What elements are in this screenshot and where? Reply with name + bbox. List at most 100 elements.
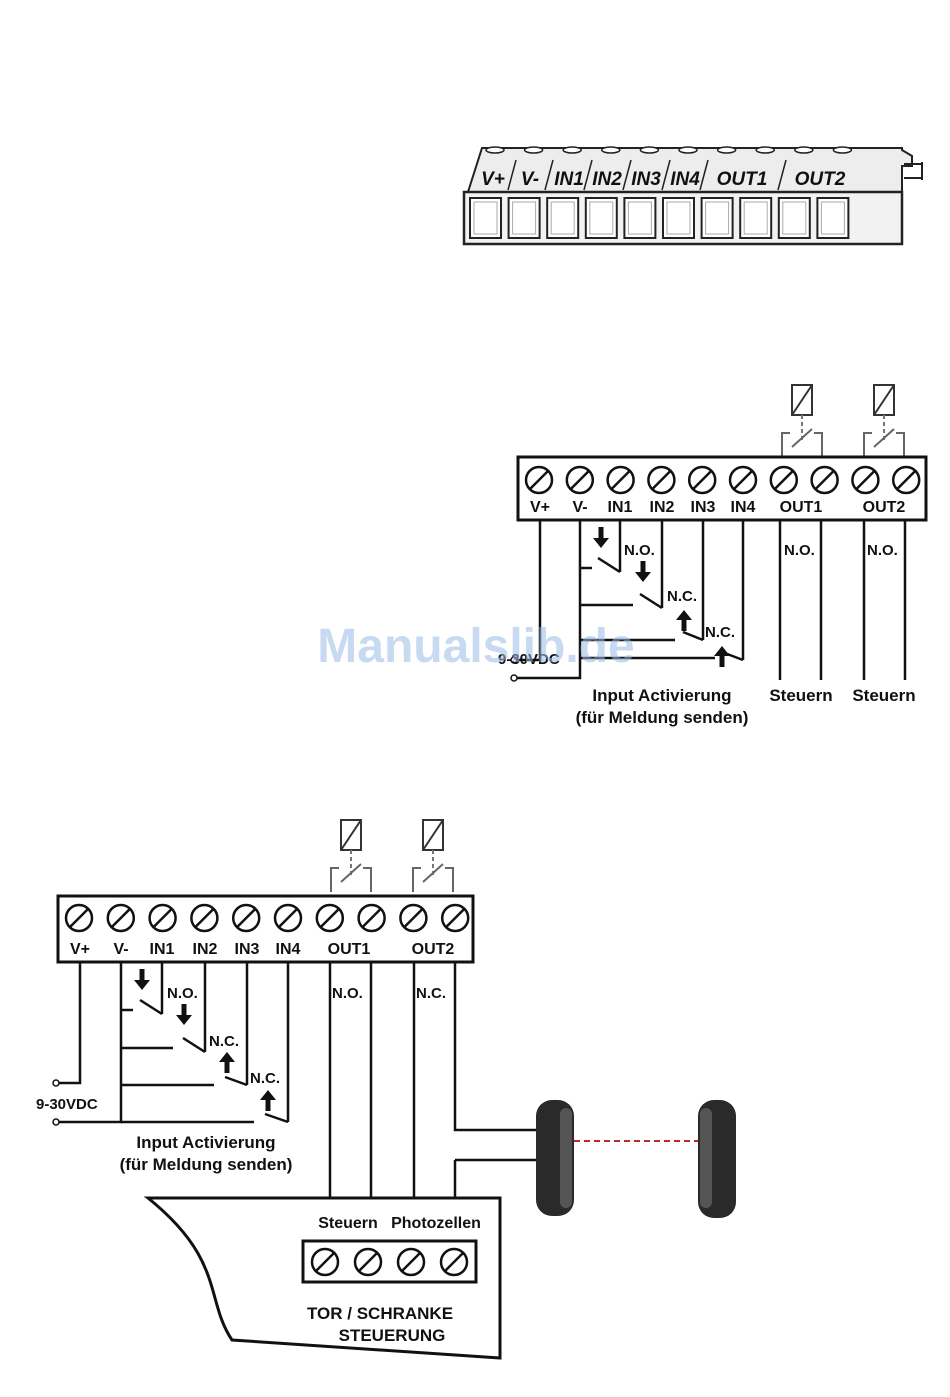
connector-label-v-minus: V- bbox=[521, 169, 539, 190]
screw-icon bbox=[439, 1247, 469, 1277]
terminal-label-in2: IN2 bbox=[650, 499, 675, 516]
connector-label-out1: OUT1 bbox=[717, 169, 768, 190]
terminal-label-v-minus: V- bbox=[572, 499, 587, 516]
connector-label-in4: IN4 bbox=[670, 169, 700, 190]
connector-screw-slots bbox=[485, 146, 853, 154]
terminal-label-in1: IN1 bbox=[608, 499, 633, 516]
screw-icon bbox=[440, 903, 470, 933]
screw-icon bbox=[565, 465, 595, 495]
supply-label: 9-30VDC bbox=[498, 651, 560, 668]
screw-icon bbox=[399, 903, 428, 933]
relay-out1-icon bbox=[781, 384, 823, 458]
screw-icon bbox=[687, 465, 717, 495]
arrow-down-icon bbox=[176, 1004, 192, 1025]
screw-slot-icon bbox=[755, 146, 775, 154]
watermark: Manualslib.de bbox=[317, 620, 634, 673]
screw-icon bbox=[148, 903, 177, 933]
screw-icon bbox=[396, 1247, 426, 1277]
screw-icon bbox=[769, 465, 799, 495]
terminal-label-v-minusplus: V+ bbox=[70, 941, 90, 958]
screw-slot-icon bbox=[601, 146, 621, 154]
contact-nc-label: N.C. bbox=[250, 1070, 280, 1087]
screw-slot-icon bbox=[716, 146, 737, 154]
out2-contact-label: N.C. bbox=[416, 985, 446, 1002]
terminal-label-in1: IN1 bbox=[150, 941, 175, 958]
wire-slot bbox=[700, 197, 734, 239]
gate-photocell-label: Photozellen bbox=[391, 1215, 481, 1232]
contact-no-label: N.O. bbox=[167, 985, 198, 1002]
screw-icon bbox=[357, 903, 386, 933]
wire-slot bbox=[739, 197, 773, 239]
screw-slot-icon bbox=[794, 146, 814, 154]
photocell-receiver-icon bbox=[698, 1100, 736, 1218]
connector-label-in1: IN1 bbox=[554, 169, 584, 190]
screw-icon bbox=[273, 903, 303, 933]
screw-slot-icon bbox=[678, 146, 698, 154]
arrow-up-icon bbox=[714, 646, 730, 667]
screw-icon bbox=[524, 465, 554, 495]
input-caption: Input Activierung bbox=[592, 686, 731, 705]
relay-out1-icon bbox=[330, 819, 372, 893]
arrow-down-icon bbox=[593, 527, 609, 548]
terminal-connector: V+ V- IN1 IN2 IN3 IN4 OUT1 OUT2 bbox=[462, 146, 923, 246]
input-caption: Input Activierung bbox=[136, 1133, 275, 1152]
wire-slot bbox=[507, 197, 541, 239]
screw-icon bbox=[310, 1247, 340, 1277]
arrow-up-icon bbox=[260, 1090, 276, 1111]
gate-title-sub: STEUERUNG bbox=[339, 1326, 446, 1345]
input-caption-sub: (für Meldung senden) bbox=[120, 1155, 293, 1174]
wire-slot bbox=[469, 197, 502, 239]
terminal-label-v-minusplus: V+ bbox=[530, 499, 550, 516]
wire-slot bbox=[777, 197, 811, 239]
screw-icon bbox=[106, 903, 136, 933]
wire-slot bbox=[546, 197, 580, 239]
relay-out2-icon bbox=[863, 384, 905, 458]
terminal-label-in2: IN2 bbox=[193, 941, 218, 958]
diagram-2: V+ V- IN1 IN2 IN3 IN4 OUT1 OUT2 N.O. N.C. bbox=[36, 819, 736, 1360]
wire-slot bbox=[662, 197, 695, 239]
arrow-down-icon bbox=[635, 561, 651, 582]
arrow-up-icon bbox=[219, 1052, 235, 1073]
contact-nc-label: N.C. bbox=[705, 624, 735, 641]
out1-caption: Steuern bbox=[769, 686, 832, 705]
relay-out2-icon bbox=[412, 819, 454, 893]
screw-icon bbox=[606, 465, 635, 495]
screw-icon bbox=[810, 465, 839, 495]
screw-icon bbox=[231, 903, 261, 933]
screw-icon bbox=[647, 465, 676, 495]
supply-label: 9-30VDC bbox=[36, 1096, 98, 1113]
terminal-label-out1: OUT1 bbox=[328, 941, 371, 958]
out1-contact-label: N.O. bbox=[784, 542, 815, 559]
gate-control-label: Steuern bbox=[318, 1215, 378, 1232]
screw-slot-icon bbox=[639, 146, 660, 154]
contact-no-label: N.O. bbox=[624, 542, 655, 559]
wire-slot bbox=[584, 197, 618, 239]
terminal-label-out2: OUT2 bbox=[863, 499, 906, 516]
screw-icon bbox=[851, 465, 880, 495]
arrow-down-icon bbox=[134, 969, 150, 990]
screw-slot-icon bbox=[485, 146, 505, 154]
screw-icon bbox=[891, 465, 921, 495]
out2-contact-label: N.O. bbox=[867, 542, 898, 559]
screw-icon bbox=[64, 903, 94, 933]
out1-contact-label: N.O. bbox=[332, 985, 363, 1002]
input-caption-sub: (für Meldung senden) bbox=[576, 708, 749, 727]
connector-label-out2: OUT2 bbox=[795, 169, 846, 190]
screw-icon bbox=[315, 903, 345, 933]
screw-icon bbox=[728, 465, 758, 495]
terminal-label-in4: IN4 bbox=[731, 499, 756, 516]
terminal-label-out1: OUT1 bbox=[780, 499, 823, 516]
contact-nc-label: N.C. bbox=[209, 1033, 239, 1050]
terminal-label-in3: IN3 bbox=[235, 941, 260, 958]
connector-label-in2: IN2 bbox=[592, 169, 622, 190]
connector-label-v-plus: V+ bbox=[481, 169, 505, 190]
wire-slot bbox=[816, 197, 850, 239]
contact-nc-label: N.C. bbox=[667, 588, 697, 605]
terminal-label-in3: IN3 bbox=[691, 499, 716, 516]
terminal-label-in4: IN4 bbox=[276, 941, 301, 958]
terminal-label-v-minus: V- bbox=[113, 941, 128, 958]
arrow-up-icon bbox=[676, 610, 692, 631]
terminal-label-out2: OUT2 bbox=[412, 941, 455, 958]
